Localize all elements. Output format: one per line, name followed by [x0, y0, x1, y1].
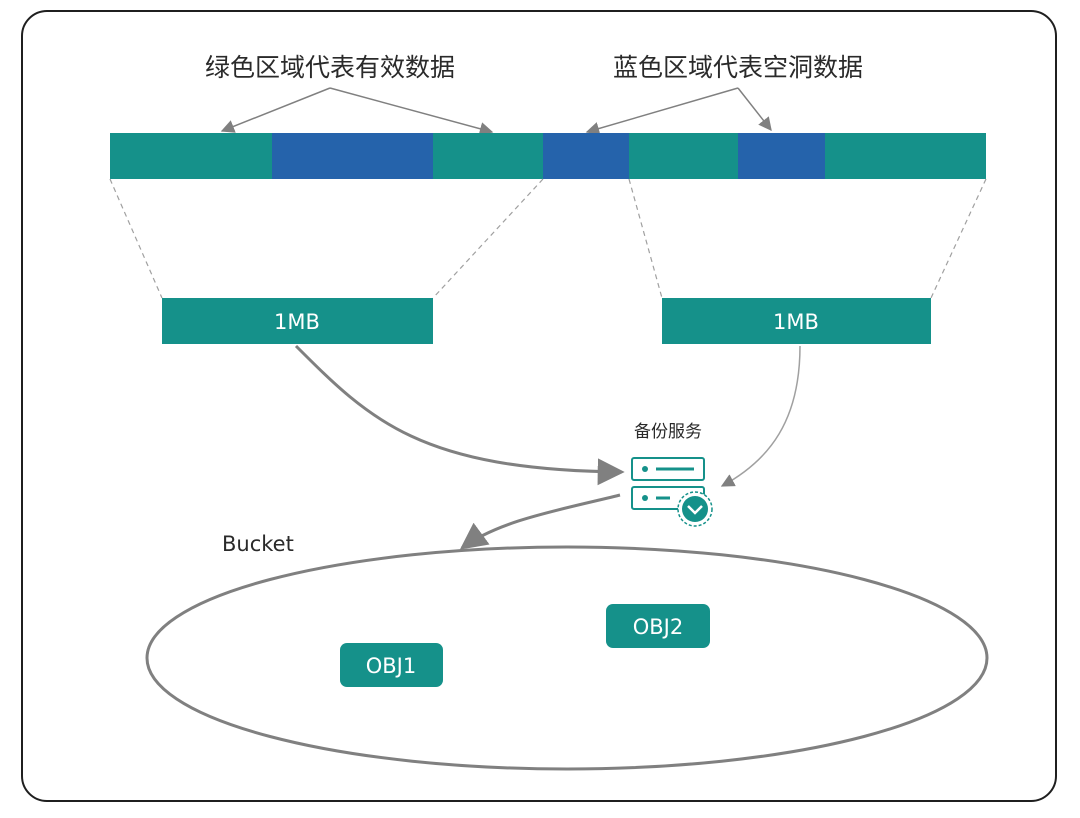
bucket-ellipse: [145, 545, 989, 771]
backup-service-label: 备份服务: [634, 422, 702, 442]
block-1mb-right: [662, 298, 931, 344]
hole-data-note: 蓝色区域代表空洞数据: [613, 53, 863, 82]
flow-arrow-left-block: [294, 344, 625, 486]
strip-valid-segment: [629, 133, 738, 179]
strip-valid-segment: [433, 133, 543, 179]
strip-hole-segment: [543, 133, 629, 179]
strip-hole-segment: [738, 133, 825, 179]
flow-arrow-to-bucket: [459, 493, 621, 550]
backup-server-icon: [631, 457, 713, 527]
valid-note-arrow-right: [329, 87, 494, 136]
bucket-label: Bucket: [222, 532, 294, 556]
projection-lines: [109, 178, 987, 299]
object-obj1: [340, 643, 443, 687]
object-obj1-label: OBJ1: [366, 654, 417, 678]
valid-note-arrow-left: [220, 87, 331, 133]
hole-note-arrow-left: [585, 87, 739, 136]
block-1mb-left-label: 1MB: [274, 310, 320, 334]
valid-data-note: 绿色区域代表有效数据: [205, 53, 455, 82]
object-obj2-label: OBJ2: [633, 615, 684, 639]
block-1mb-right-label: 1MB: [773, 310, 819, 334]
strip-valid-segment: [110, 133, 272, 179]
diagram-frame: [21, 10, 1057, 802]
object-obj2: [606, 604, 710, 648]
hole-note-arrow-right: [737, 87, 772, 132]
data-strip: [110, 133, 986, 179]
strip-hole-segment: [272, 133, 433, 179]
strip-valid-segment: [825, 133, 986, 179]
block-1mb-left: [162, 298, 433, 344]
flow-arrow-right-block: [720, 345, 801, 487]
